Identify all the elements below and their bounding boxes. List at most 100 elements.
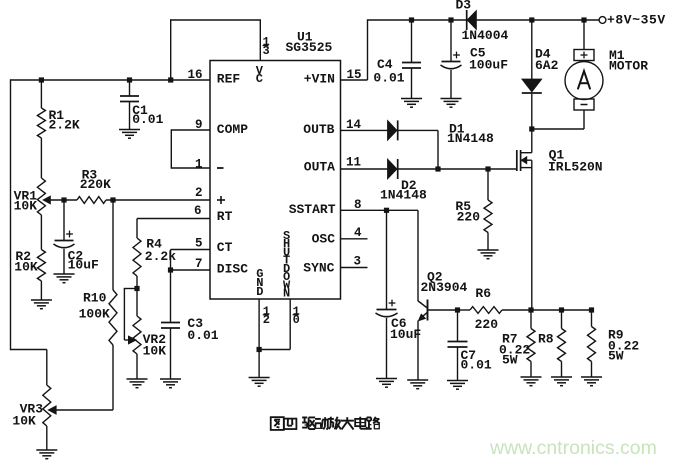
- svg-text:R7: R7: [502, 332, 518, 347]
- svg-text:1N4004: 1N4004: [462, 28, 509, 43]
- svg-text:100K: 100K: [79, 307, 110, 322]
- svg-text:SSTART: SSTART: [289, 202, 336, 217]
- svg-text:OUTB: OUTB: [303, 122, 334, 137]
- svg-text:R8: R8: [538, 332, 554, 347]
- svg-text:+8V~35V: +8V~35V: [607, 12, 666, 27]
- svg-text:www.cntronics.com: www.cntronics.com: [489, 437, 657, 459]
- svg-text:11: 11: [346, 155, 361, 169]
- svg-text:0.22: 0.22: [608, 339, 639, 354]
- svg-text:R9: R9: [608, 328, 624, 343]
- svg-text:D: D: [256, 285, 263, 299]
- svg-text:1: 1: [293, 305, 300, 319]
- svg-text:5W: 5W: [502, 353, 518, 368]
- svg-text:5W: 5W: [608, 349, 624, 364]
- svg-text:14: 14: [346, 118, 362, 132]
- svg-text:2.2K: 2.2K: [49, 118, 80, 133]
- svg-text:OSC: OSC: [312, 231, 336, 246]
- svg-text:8: 8: [354, 198, 362, 212]
- svg-text:1: 1: [195, 157, 203, 171]
- svg-text:N: N: [283, 287, 290, 301]
- svg-text:0.01: 0.01: [132, 112, 163, 127]
- svg-text:1N4148: 1N4148: [380, 187, 427, 202]
- svg-text:2.2k: 2.2k: [145, 249, 176, 264]
- svg-text:1: 1: [263, 35, 270, 49]
- svg-text:DISC: DISC: [217, 261, 248, 276]
- svg-text:MOTOR: MOTOR: [609, 59, 648, 74]
- svg-text:W: W: [283, 278, 291, 292]
- svg-text:H: H: [283, 237, 290, 251]
- svg-text:C7: C7: [461, 348, 477, 363]
- svg-text:IRL520N: IRL520N: [548, 160, 603, 175]
- svg-text:5: 5: [195, 236, 203, 250]
- svg-text:0.22: 0.22: [499, 343, 530, 358]
- svg-text:220K: 220K: [80, 177, 111, 192]
- svg-text:D4: D4: [535, 47, 551, 62]
- svg-text:C5: C5: [470, 46, 486, 61]
- svg-text:220: 220: [457, 209, 481, 224]
- svg-text:10K: 10K: [14, 198, 38, 213]
- svg-text:T: T: [283, 254, 290, 268]
- svg-text:16: 16: [187, 68, 202, 82]
- svg-text:C: C: [256, 72, 263, 86]
- svg-text:R10: R10: [83, 291, 107, 306]
- svg-text:100uF: 100uF: [469, 58, 508, 73]
- svg-text:M1: M1: [609, 48, 625, 63]
- svg-text:1: 1: [263, 305, 270, 319]
- svg-text:V: V: [256, 64, 264, 78]
- svg-text:D: D: [283, 262, 290, 276]
- svg-text:SG3525: SG3525: [286, 40, 333, 55]
- svg-text:COMP: COMP: [217, 122, 248, 137]
- svg-text:+VIN: +VIN: [304, 72, 335, 87]
- svg-text:Q1: Q1: [549, 147, 565, 162]
- svg-text:U: U: [283, 245, 290, 259]
- svg-text:3: 3: [263, 44, 270, 58]
- svg-text:0: 0: [293, 313, 300, 327]
- svg-text:R2: R2: [15, 249, 31, 264]
- svg-text:R5: R5: [455, 199, 471, 214]
- svg-text:7: 7: [195, 257, 203, 271]
- svg-text:VR1: VR1: [14, 189, 38, 204]
- svg-text:C6: C6: [391, 316, 407, 331]
- svg-text:U1: U1: [297, 30, 313, 45]
- svg-text:R1: R1: [49, 108, 65, 123]
- svg-text:C1: C1: [132, 103, 148, 118]
- svg-text:6A2: 6A2: [535, 58, 559, 73]
- svg-text:10K: 10K: [12, 414, 36, 429]
- svg-text:N: N: [256, 276, 263, 290]
- svg-text:9: 9: [195, 118, 203, 132]
- svg-text:0.01: 0.01: [461, 358, 492, 373]
- svg-text:REF: REF: [217, 72, 241, 87]
- svg-text:CT: CT: [217, 240, 233, 255]
- svg-text:RT: RT: [217, 209, 233, 224]
- svg-text:S: S: [283, 229, 290, 243]
- svg-text:2: 2: [263, 313, 270, 327]
- svg-text:D2: D2: [401, 178, 417, 193]
- svg-text:3: 3: [353, 254, 361, 268]
- svg-text:2N3904: 2N3904: [421, 280, 468, 295]
- svg-text:220: 220: [475, 317, 499, 332]
- svg-text:VR2: VR2: [143, 332, 167, 347]
- svg-text:0.01: 0.01: [373, 71, 404, 86]
- svg-text:10K: 10K: [143, 344, 167, 359]
- svg-text:Q2: Q2: [427, 270, 443, 285]
- svg-text:10uF: 10uF: [68, 257, 99, 272]
- svg-text:10uF: 10uF: [390, 327, 421, 342]
- svg-text:2: 2: [195, 186, 203, 200]
- svg-text:OUTA: OUTA: [304, 159, 335, 174]
- svg-text:10K: 10K: [14, 260, 38, 275]
- svg-text:6: 6: [194, 204, 202, 218]
- svg-text:D3: D3: [456, 0, 472, 13]
- svg-text:15: 15: [346, 68, 361, 82]
- svg-text:C4: C4: [377, 57, 393, 72]
- svg-text:C2: C2: [68, 248, 84, 263]
- svg-text:C3: C3: [187, 316, 203, 331]
- svg-text:VR3: VR3: [20, 401, 44, 416]
- svg-text:R6: R6: [475, 286, 491, 301]
- svg-text:R3: R3: [82, 167, 98, 182]
- svg-text:D1: D1: [449, 121, 465, 136]
- svg-text:1N4148: 1N4148: [447, 131, 494, 146]
- svg-text:O: O: [283, 270, 290, 284]
- svg-text:G: G: [256, 267, 263, 281]
- svg-text:R4: R4: [146, 237, 162, 252]
- svg-text:4: 4: [354, 226, 362, 240]
